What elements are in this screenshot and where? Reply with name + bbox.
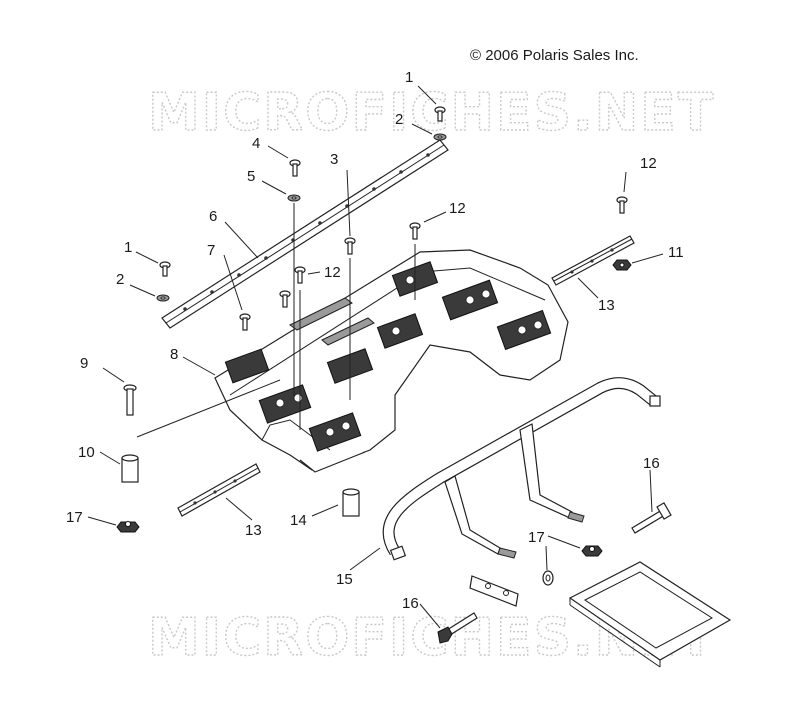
callout-10: 10 [78, 444, 95, 461]
callout-7: 7 [207, 242, 215, 259]
callout-12-rack: 12 [324, 264, 341, 281]
washer-5 [287, 194, 301, 202]
watermark-top: MICROFICHES.NET [148, 83, 715, 143]
bolt-16-right [631, 502, 672, 534]
washer-2-left [156, 294, 170, 302]
rack-frame-tube [382, 377, 661, 561]
callout-12-right: 12 [640, 155, 657, 172]
callout-15: 15 [336, 571, 353, 588]
bolt-1-top [434, 106, 446, 122]
callout-4: 4 [252, 135, 260, 152]
bolt-9 [123, 384, 137, 416]
callout-16-right: 16 [643, 455, 660, 472]
nut-17-left [116, 521, 140, 533]
bolt-1-left [159, 261, 171, 277]
bolt-12b [294, 266, 306, 284]
callout-17-right: 17 [528, 529, 545, 546]
callout-1-left: 1 [124, 239, 132, 256]
callout-16-bottom: 16 [402, 595, 419, 612]
rack-rail-upper [161, 139, 449, 329]
nut-11 [612, 259, 632, 271]
mount-bracket [469, 575, 519, 607]
bolt-4 [289, 159, 301, 177]
callout-3: 3 [330, 151, 338, 168]
callout-13-right: 13 [598, 297, 615, 314]
nut-17-right [581, 545, 603, 557]
mount-plate [568, 561, 732, 668]
callout-labels: 1 2 4 5 3 6 7 1 2 12 12 12 11 13 8 9 10 … [66, 69, 684, 612]
rack-rail-right [551, 235, 635, 286]
callout-2-left: 2 [116, 271, 124, 288]
bolt-12a [409, 222, 421, 240]
copyright-text: © 2006 Polaris Sales Inc. [470, 47, 639, 64]
frame-leg-right [519, 423, 585, 523]
callout-2-top: 2 [395, 111, 403, 128]
callout-6: 6 [209, 208, 217, 225]
callout-17-left: 17 [66, 509, 83, 526]
callout-5: 5 [247, 168, 255, 185]
callout-11: 11 [668, 244, 684, 261]
frame-leg-left [444, 475, 517, 559]
washer-2-top [433, 133, 447, 141]
bolt-16-bottom [437, 612, 478, 644]
callout-8: 8 [170, 346, 178, 363]
bolt-12c [279, 290, 291, 308]
callout-1-top: 1 [405, 69, 413, 86]
spacer-14 [342, 488, 360, 517]
callout-13-left: 13 [245, 522, 262, 539]
callout-9: 9 [80, 355, 88, 372]
washer-17-right [542, 570, 554, 586]
bolt-12-right [616, 196, 628, 214]
bolt-7 [239, 313, 251, 331]
spacer-10 [121, 454, 139, 483]
leader-lines [87, 85, 664, 629]
callout-12-center: 12 [449, 200, 466, 217]
bolt-3 [344, 237, 356, 255]
callout-14: 14 [290, 512, 307, 529]
rack-rail-left [177, 463, 261, 517]
